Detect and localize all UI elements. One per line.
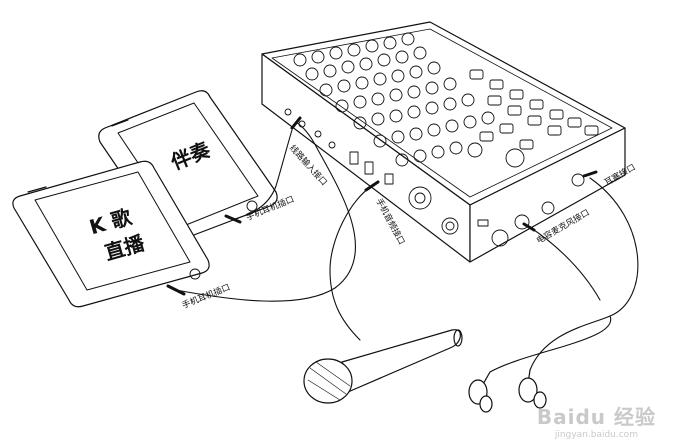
watermark-brand: Baidu 经验 [536, 405, 656, 429]
microphone [303, 329, 463, 404]
pad-buttons [467, 69, 599, 168]
front-jacks [284, 108, 459, 235]
knob-grid [293, 32, 495, 167]
earbuds [468, 369, 547, 413]
phone-karaoke-live [12, 160, 210, 308]
cables [166, 116, 639, 373]
sound-card [261, 21, 626, 263]
side-jacks [477, 173, 585, 247]
watermark-url: jingyan.baidu.com [554, 430, 638, 440]
baidu-watermark: Baidu 经验 jingyan.baidu.com [537, 401, 656, 440]
